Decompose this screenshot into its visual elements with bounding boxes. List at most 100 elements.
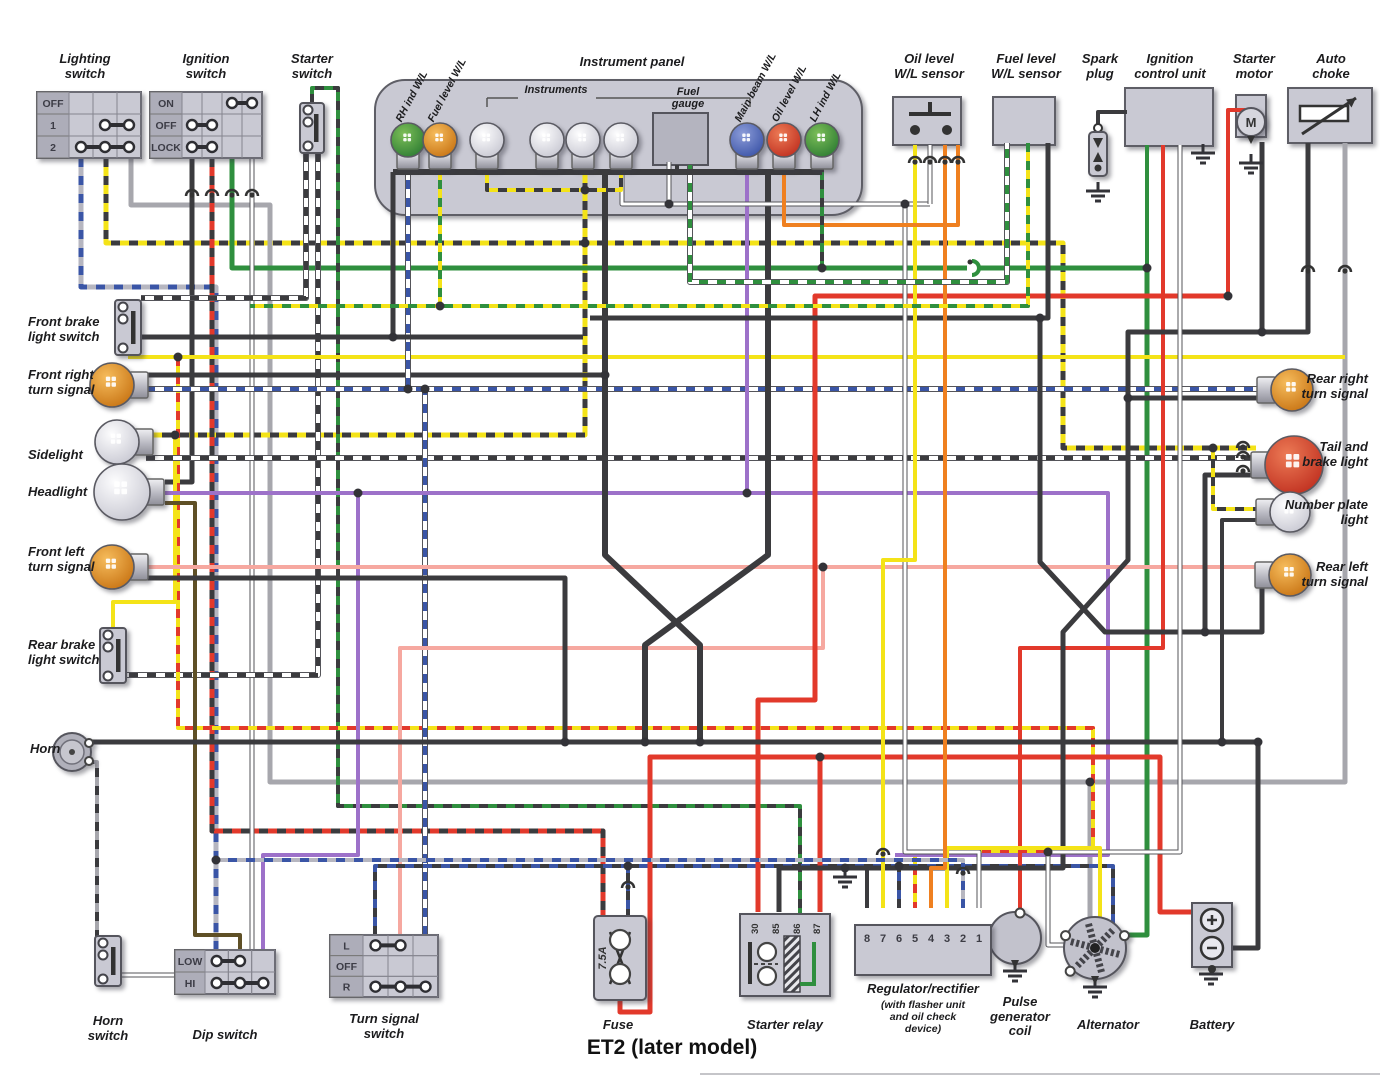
component-label: Auto choke [1312, 51, 1350, 81]
junction-dot [1085, 777, 1095, 787]
wire [1220, 518, 1262, 742]
component-label: Pulse generator coil [990, 994, 1050, 1039]
junction-dot [1123, 393, 1133, 403]
number-plate-light [1255, 491, 1311, 533]
switch-position-label: 1 [50, 120, 56, 132]
switch-position-label: L [343, 940, 350, 952]
wire [782, 145, 960, 227]
wire [146, 575, 568, 742]
starter-switch [299, 102, 325, 154]
connector-mark [1300, 264, 1316, 274]
rear-left-turn-signal [1254, 553, 1312, 597]
component-label: (with flasher unit and oil check device) [881, 999, 965, 1035]
wire [845, 866, 869, 908]
relay-terminal-label: 30 [750, 923, 761, 934]
junction-dot [1043, 847, 1053, 857]
connector-mark [955, 866, 971, 876]
wire [1262, 143, 1311, 335]
component-label: Rear brake light switch [28, 637, 100, 667]
wire [1202, 472, 1256, 632]
wire [1226, 108, 1245, 296]
junction-dot [1208, 443, 1218, 453]
wire [111, 435, 177, 630]
connector-mark [184, 188, 200, 198]
ground-symbol [1191, 144, 1215, 165]
junction-dot [580, 238, 590, 248]
junction-dot [1200, 627, 1210, 637]
component-label: Alternator [1076, 1017, 1140, 1032]
connector-mark [1235, 464, 1251, 474]
junction-dot [815, 752, 825, 762]
connector-mark [950, 155, 966, 165]
fuse: 7.5A [593, 915, 647, 1001]
junction-dot [170, 430, 180, 440]
panel-bulb [469, 122, 505, 170]
component-label: Number plate light [1284, 497, 1368, 527]
component-label: Starter switch [291, 51, 333, 81]
junction-dot [900, 199, 910, 209]
component-boxes [374, 79, 1373, 216]
component-label: Sidelight [28, 447, 83, 462]
wire [165, 501, 242, 952]
wire [146, 165, 588, 438]
wire [881, 145, 917, 908]
oil-sensor-symbol [909, 102, 952, 135]
junction-dot [640, 737, 650, 747]
regulator-terminal-label: 8 [864, 933, 870, 945]
panel-bulb [529, 122, 565, 170]
component-label: Instrument panel [579, 54, 685, 69]
rear-right-turn-signal [1256, 368, 1314, 412]
wire [1230, 742, 1261, 951]
connector-mark [875, 847, 891, 857]
battery [1191, 902, 1233, 973]
junction-dot [353, 488, 363, 498]
ground-symbol [833, 868, 857, 889]
junction-dot [695, 737, 705, 747]
regulator-terminal-label: 7 [880, 933, 886, 945]
pulse-generator-coil [988, 907, 1042, 969]
wire [141, 153, 309, 301]
panel-bulb [766, 122, 802, 170]
component-label: Battery [1189, 1017, 1235, 1032]
junction-dot [1257, 327, 1267, 337]
junction-dot [560, 737, 570, 747]
component-label: Starter relay [747, 1017, 823, 1032]
switch-position-label: OFF [336, 961, 358, 973]
connector-mark [1235, 440, 1251, 450]
component-label: Horn switch [87, 1013, 129, 1043]
horn [52, 732, 94, 772]
component-label: Front right turn signal [28, 367, 95, 397]
junction-dot [742, 488, 752, 498]
wire [929, 145, 947, 908]
marker-layer [170, 144, 1353, 999]
ignition-control-unit [1124, 87, 1214, 147]
horn-switch [94, 935, 122, 987]
relay-terminal-label: 85 [771, 923, 782, 934]
regulator-terminal-label: 3 [944, 933, 950, 945]
junction-dot [1253, 737, 1263, 747]
wire-hop [967, 259, 981, 277]
wire [642, 172, 771, 742]
wire [945, 846, 1102, 922]
ground-symbol [1239, 154, 1263, 175]
wire [216, 858, 965, 908]
alternator [1060, 916, 1130, 985]
wire [902, 204, 982, 908]
panel-bulb [729, 122, 765, 170]
fuel-level-sensor [992, 96, 1056, 146]
wire [78, 158, 219, 950]
auto-choke-symbol [1298, 96, 1357, 136]
wire [1211, 448, 1262, 511]
wire [261, 493, 360, 950]
switch-position-label: LOCK [151, 142, 181, 154]
ground-symbol [1086, 182, 1110, 203]
junction-dot [388, 332, 398, 342]
starter-motor: M [1236, 107, 1266, 144]
junction-dot [403, 384, 413, 394]
panel-bulb [565, 122, 601, 170]
wire [1037, 318, 1265, 635]
